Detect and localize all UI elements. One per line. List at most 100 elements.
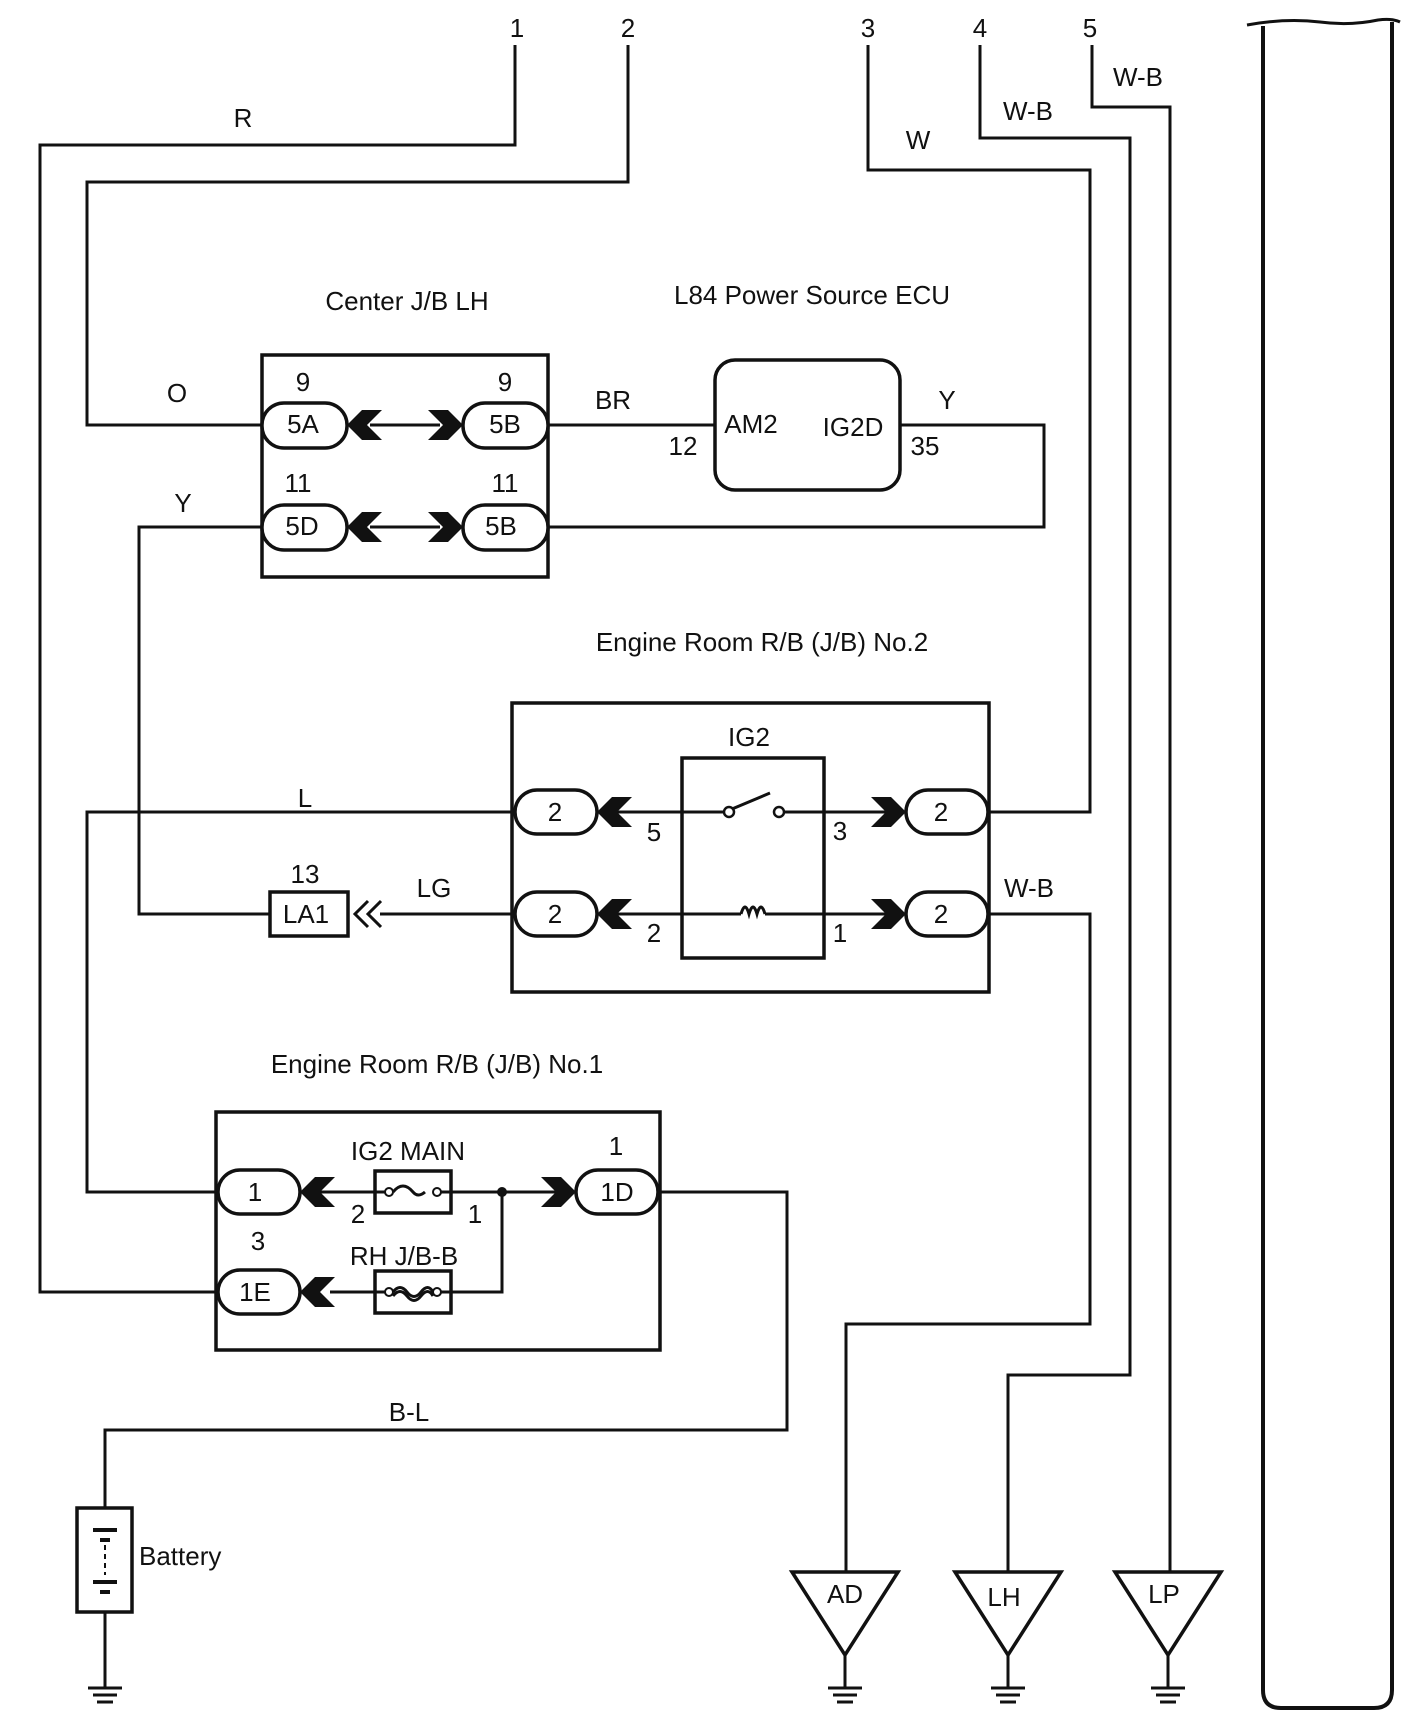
ground-ad: AD xyxy=(788,1570,902,1704)
rb1-connector-1d-label: 1D xyxy=(600,1177,633,1207)
arrow-5b-bottom xyxy=(428,512,463,542)
wire-wb4-label: W-B xyxy=(1003,96,1053,126)
rb1-connector-1e-label: 1E xyxy=(239,1277,271,1307)
battery-label: Battery xyxy=(139,1541,221,1571)
rb2-connector-left-top-label: 2 xyxy=(548,797,562,827)
connector-5b-bottom-pin: 11 xyxy=(492,468,519,498)
connector-5b-top-pin: 9 xyxy=(498,367,512,397)
ecu-am2-label: AM2 xyxy=(724,409,777,439)
terminal-5-label: 5 xyxy=(1083,13,1097,43)
wire-l xyxy=(85,810,515,1194)
connector-la1-label: LA1 xyxy=(283,899,329,929)
wire-wb-relay-label: W-B xyxy=(1004,873,1054,903)
wire-w-label: W xyxy=(906,125,931,155)
center-jb-box xyxy=(260,353,550,579)
wire-bl xyxy=(103,1190,789,1508)
arrow-rb2-left-top xyxy=(597,797,632,827)
fuse-pin-2: 2 xyxy=(351,1199,365,1229)
wire-o-label: O xyxy=(167,378,187,408)
center-jb-lh: Center J/B LH 9 5A 9 5B 11 5D 11 5B xyxy=(260,286,550,579)
arrow-rb2-left-bottom xyxy=(597,899,632,929)
wire-w xyxy=(866,45,1092,814)
relay-pin-2: 2 xyxy=(647,918,661,948)
terminal-3-label: 3 xyxy=(861,13,875,43)
relay-pin-5: 5 xyxy=(647,817,661,847)
arrow-5b-top xyxy=(428,410,463,440)
wire-r-label: R xyxy=(234,103,253,133)
ground-lp-triangle xyxy=(1111,1570,1225,1659)
arrow-5a xyxy=(347,410,382,440)
connector-5d-label: 5D xyxy=(285,511,318,541)
rb1-line-junction-to-rh xyxy=(451,1192,504,1294)
page-break-wavy-line xyxy=(1246,17,1401,27)
connector-5b-bottom-label: 5B xyxy=(485,511,517,541)
ground-ad-triangle xyxy=(788,1570,902,1659)
connector-5d-pin: 11 xyxy=(285,468,312,498)
wire-wb4 xyxy=(978,45,1132,1572)
ground-lp-icon xyxy=(1151,1686,1185,1704)
wire-y-left-label: Y xyxy=(174,488,191,518)
rb1-connector-1d-pin: 1 xyxy=(609,1131,623,1161)
rb1-connector-1e-pin: 3 xyxy=(251,1226,265,1256)
connector-5b-top xyxy=(461,401,550,450)
arrow-rb2-right-top xyxy=(871,797,906,827)
fuse-ig2-main-contact-right xyxy=(432,1187,442,1197)
rb2-connector-right-bottom-label: 2 xyxy=(934,899,948,929)
la1-chevron-icon xyxy=(352,899,370,929)
engine-room-rb-no1: Engine Room R/B (J/B) No.1 IG2 MAIN 2 1 … xyxy=(214,1049,662,1352)
arrow-rb1-connector-1 xyxy=(300,1177,335,1207)
connector-5a-label: 5A xyxy=(287,409,319,439)
fuse-ig2-main-contact-left xyxy=(384,1187,394,1197)
rb2-connector-right-top-label: 2 xyxy=(934,797,948,827)
relay-ig2-box xyxy=(680,756,826,960)
ground-lh-icon xyxy=(991,1686,1025,1704)
connector-la1-pin: 13 xyxy=(291,859,320,889)
ground-lh-triangle xyxy=(951,1570,1065,1659)
engine-room-rb-no2: Engine Room R/B (J/B) No.2 IG2 5 3 2 1 2… xyxy=(510,627,991,994)
ground-lp: LP xyxy=(1111,1570,1225,1704)
ground-lp-label: LP xyxy=(1148,1579,1180,1609)
wire-r xyxy=(38,45,517,1294)
continuation-frame xyxy=(1261,22,1394,1710)
power-source-ecu: L84 Power Source ECU AM2 IG2D 12 35 xyxy=(669,280,950,492)
ground-ad-icon xyxy=(828,1686,862,1704)
wire-bl-label: B-L xyxy=(389,1397,429,1427)
wire-wb-relay xyxy=(844,912,1092,1572)
rb2-title: Engine Room R/B (J/B) No.2 xyxy=(596,627,928,657)
relay-pin-3: 3 xyxy=(833,816,847,846)
wire-wb5-label: W-B xyxy=(1113,62,1163,92)
ground-ad-label: AD xyxy=(827,1579,863,1609)
wire-o xyxy=(85,45,630,427)
connector-la1-box xyxy=(268,890,350,938)
ecu-box xyxy=(713,358,902,492)
relay-pin-1: 1 xyxy=(833,918,847,948)
wire-y-right xyxy=(547,423,1046,529)
connector-5d xyxy=(260,503,349,552)
fuse-pin-1: 1 xyxy=(468,1199,482,1229)
connector-5a-pin: 9 xyxy=(296,367,310,397)
ecu-title: L84 Power Source ECU xyxy=(674,280,950,310)
ground-lh-label: LH xyxy=(987,1582,1020,1612)
wire-wb5 xyxy=(1090,45,1172,1572)
wire-l-label: L xyxy=(298,783,312,813)
fuse-rh-jbb-contact-left xyxy=(384,1287,394,1297)
arrow-5d xyxy=(347,512,382,542)
la1-chevron-icon-2 xyxy=(365,899,383,929)
rb2-box xyxy=(510,701,991,994)
battery: Battery xyxy=(75,1506,221,1614)
rb2-connector-left-bottom-label: 2 xyxy=(548,899,562,929)
wire-br-label: BR xyxy=(595,385,631,415)
ecu-pin-12: 12 xyxy=(669,431,698,461)
arrow-rb1-connector-1e xyxy=(300,1277,335,1307)
battery-box xyxy=(75,1506,134,1614)
relay-switch-icon xyxy=(731,791,771,811)
terminal-1-label: 1 xyxy=(510,13,524,43)
connector-la1: 13 LA1 xyxy=(268,859,383,938)
wire-y-left xyxy=(137,525,270,916)
ecu-ig2d-label: IG2D xyxy=(823,412,884,442)
rb1-title: Engine Room R/B (J/B) No.1 xyxy=(271,1049,603,1079)
wire-y-right-label: Y xyxy=(938,385,955,415)
arrow-rb1-connector-1d xyxy=(541,1177,576,1207)
battery-ground-icon xyxy=(88,1686,122,1704)
